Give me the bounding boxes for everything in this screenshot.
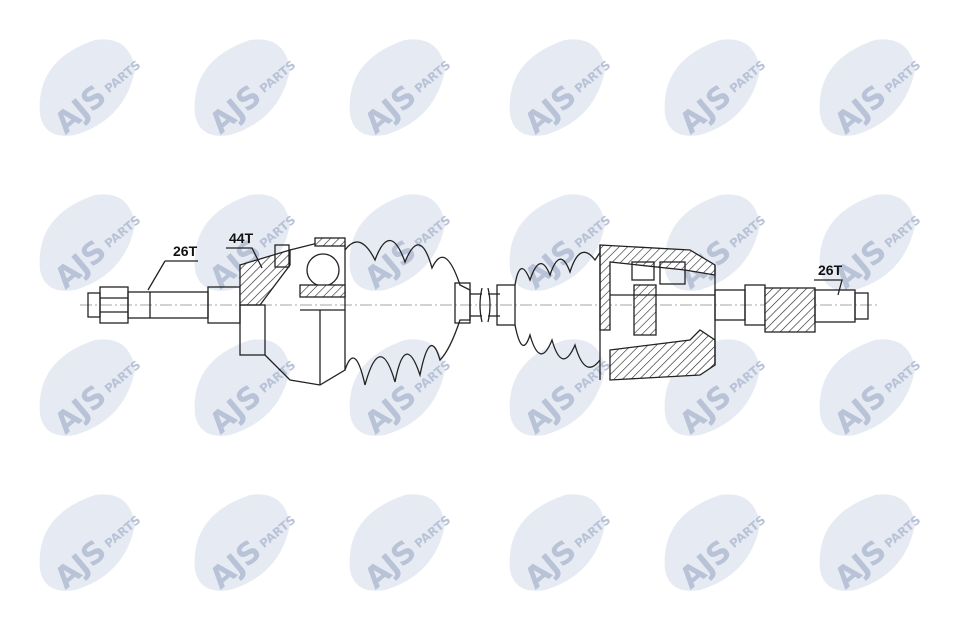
watermark-logo bbox=[664, 194, 769, 297]
label-abs-ring: 44T bbox=[226, 230, 263, 269]
watermark-logo bbox=[39, 339, 144, 442]
left-stub-shaft bbox=[87, 286, 241, 324]
svg-text:26T: 26T bbox=[818, 262, 843, 278]
watermark-logo bbox=[819, 39, 924, 142]
watermark-logo bbox=[349, 494, 454, 597]
watermark-logo bbox=[39, 494, 144, 597]
watermark-logo bbox=[819, 494, 924, 597]
right-boot-clamp bbox=[496, 284, 516, 326]
left-cv-joint bbox=[239, 237, 346, 386]
watermark-logo bbox=[509, 339, 614, 442]
watermark-logo bbox=[509, 494, 614, 597]
right-stub-shaft bbox=[714, 284, 869, 333]
left-boot-clamp bbox=[454, 282, 471, 324]
watermark-logo bbox=[509, 194, 614, 297]
right-boot bbox=[514, 244, 606, 368]
watermark-logo bbox=[509, 39, 614, 142]
watermark-logo bbox=[819, 339, 924, 442]
watermark-logo bbox=[819, 194, 924, 297]
svg-text:26T: 26T bbox=[173, 243, 198, 259]
watermark-logo bbox=[349, 39, 454, 142]
svg-text:44T: 44T bbox=[229, 230, 254, 246]
watermark-logo bbox=[194, 494, 299, 597]
watermark-logo bbox=[664, 494, 769, 597]
watermark-logo bbox=[194, 39, 299, 142]
right-cv-joint bbox=[599, 244, 716, 381]
intermediate-shaft bbox=[470, 287, 500, 323]
label-left-spline: 26T bbox=[147, 243, 198, 291]
watermark-logo bbox=[39, 194, 144, 297]
left-boot bbox=[344, 239, 471, 386]
watermark-logo: AJS PARTS bbox=[39, 39, 143, 141]
label-right-spline: 26T bbox=[814, 262, 843, 296]
watermark-logo bbox=[664, 39, 769, 142]
